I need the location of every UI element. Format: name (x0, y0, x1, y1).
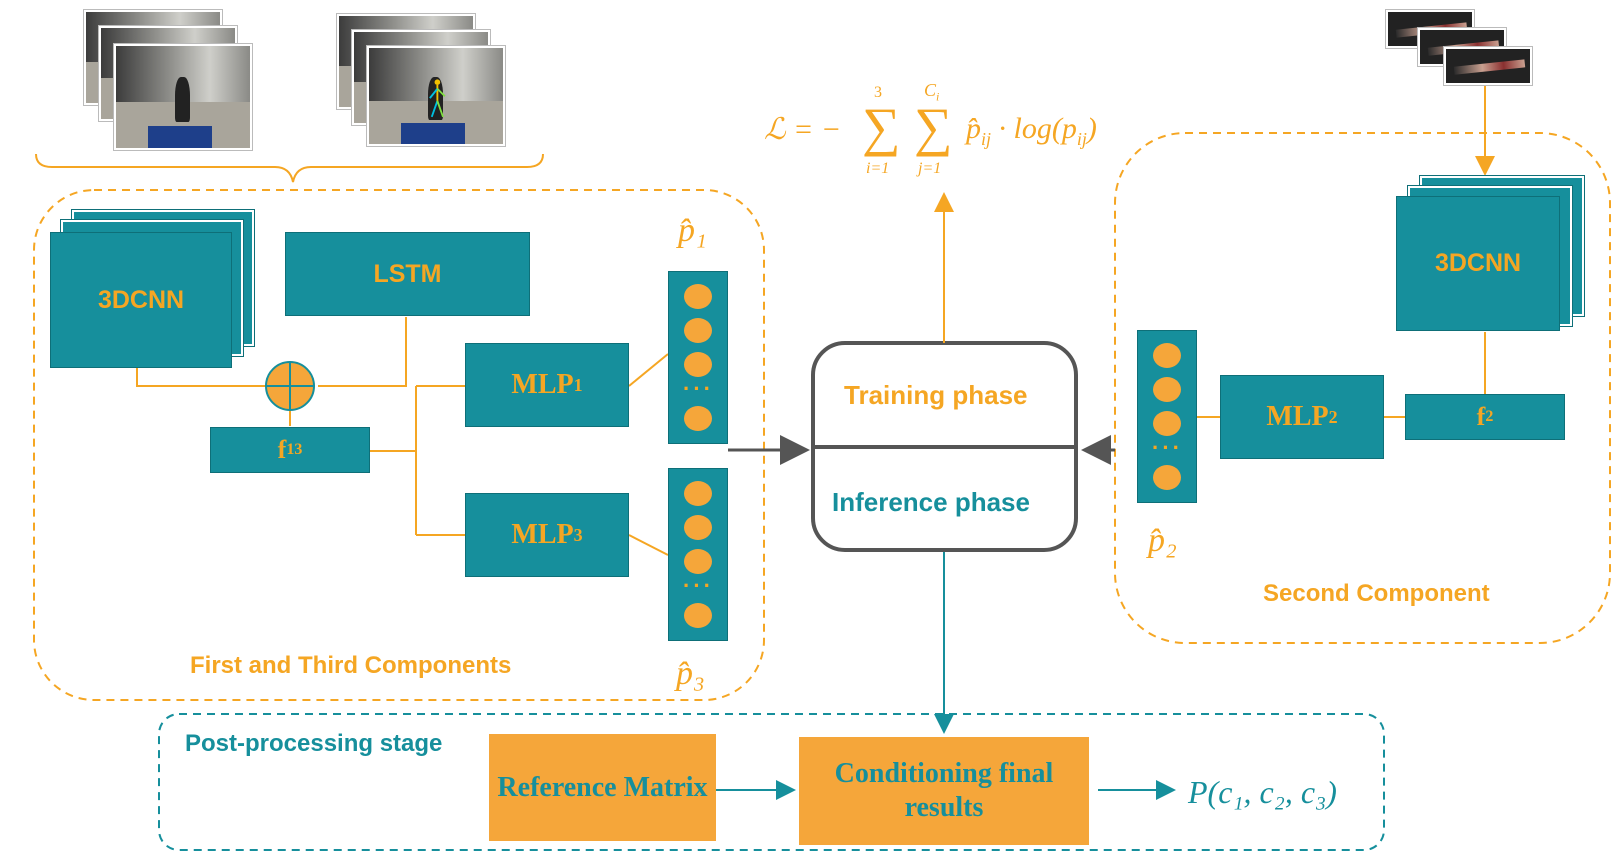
sum1-top: 3 (874, 84, 882, 101)
p1-dot (684, 406, 712, 431)
p3-dot (684, 515, 712, 540)
final-output-label: P(c₁, c₂, c₃) (1188, 774, 1337, 810)
sum2-bottom: j=1 (918, 160, 942, 177)
p3-label: p̂₃ (676, 655, 705, 692)
sum2-top: Ci (924, 80, 940, 104)
inference-phase-label: Inference phase (832, 487, 1030, 517)
hand-frame-3 (1444, 47, 1532, 85)
second-component-label: Second Component (1263, 580, 1490, 607)
post-processing-region (158, 713, 1385, 851)
p2-dot (1153, 465, 1181, 490)
loss-term: p̂ij · log(pij) (966, 112, 1097, 149)
p2-label: p̂₂ (1148, 522, 1177, 559)
p2-output-vector: ··· (1137, 330, 1197, 503)
cnn-left-block: 3DCNN (50, 232, 232, 368)
lstm-block: LSTM (285, 232, 530, 316)
p2-dot (1153, 343, 1181, 368)
p1-dot (684, 284, 712, 309)
p2-dot (1153, 377, 1181, 402)
loss-lhs: ℒ = − (764, 113, 842, 146)
cnn-right-block: 3DCNN (1396, 196, 1560, 331)
rgb-frame-3 (114, 44, 252, 150)
p1-dot (684, 318, 712, 343)
first-third-components-label: First and Third Components (190, 652, 512, 679)
sum-symbol-2: ∑ (914, 97, 953, 157)
p3-dot (684, 549, 712, 574)
post-processing-label: Post-processing stage (185, 730, 443, 757)
pose-frame-3 (367, 46, 505, 146)
reference-matrix-block: Reference Matrix (489, 734, 716, 841)
second-component-region (1114, 132, 1611, 644)
p3-ellipsis: ··· (683, 573, 714, 598)
sum-symbol-1: ∑ (862, 97, 901, 157)
p3-dot (684, 481, 712, 506)
frames-brace (35, 153, 544, 183)
conditioning-block: Conditioning final results (799, 737, 1089, 845)
sum1-bottom: i=1 (866, 160, 890, 177)
p3-dot (684, 603, 712, 628)
p3-output-vector: ··· (668, 468, 728, 641)
p1-ellipsis: ··· (683, 376, 714, 401)
pose-skeleton-icon (429, 79, 446, 117)
first-third-region (33, 189, 765, 701)
p1-dot (684, 352, 712, 377)
p2-dot (1153, 411, 1181, 436)
p1-output-vector: ··· (668, 271, 728, 444)
p1-label: p̂₁ (678, 212, 707, 249)
p2-ellipsis: ··· (1152, 435, 1183, 460)
training-phase-label: Training phase (844, 380, 1028, 410)
